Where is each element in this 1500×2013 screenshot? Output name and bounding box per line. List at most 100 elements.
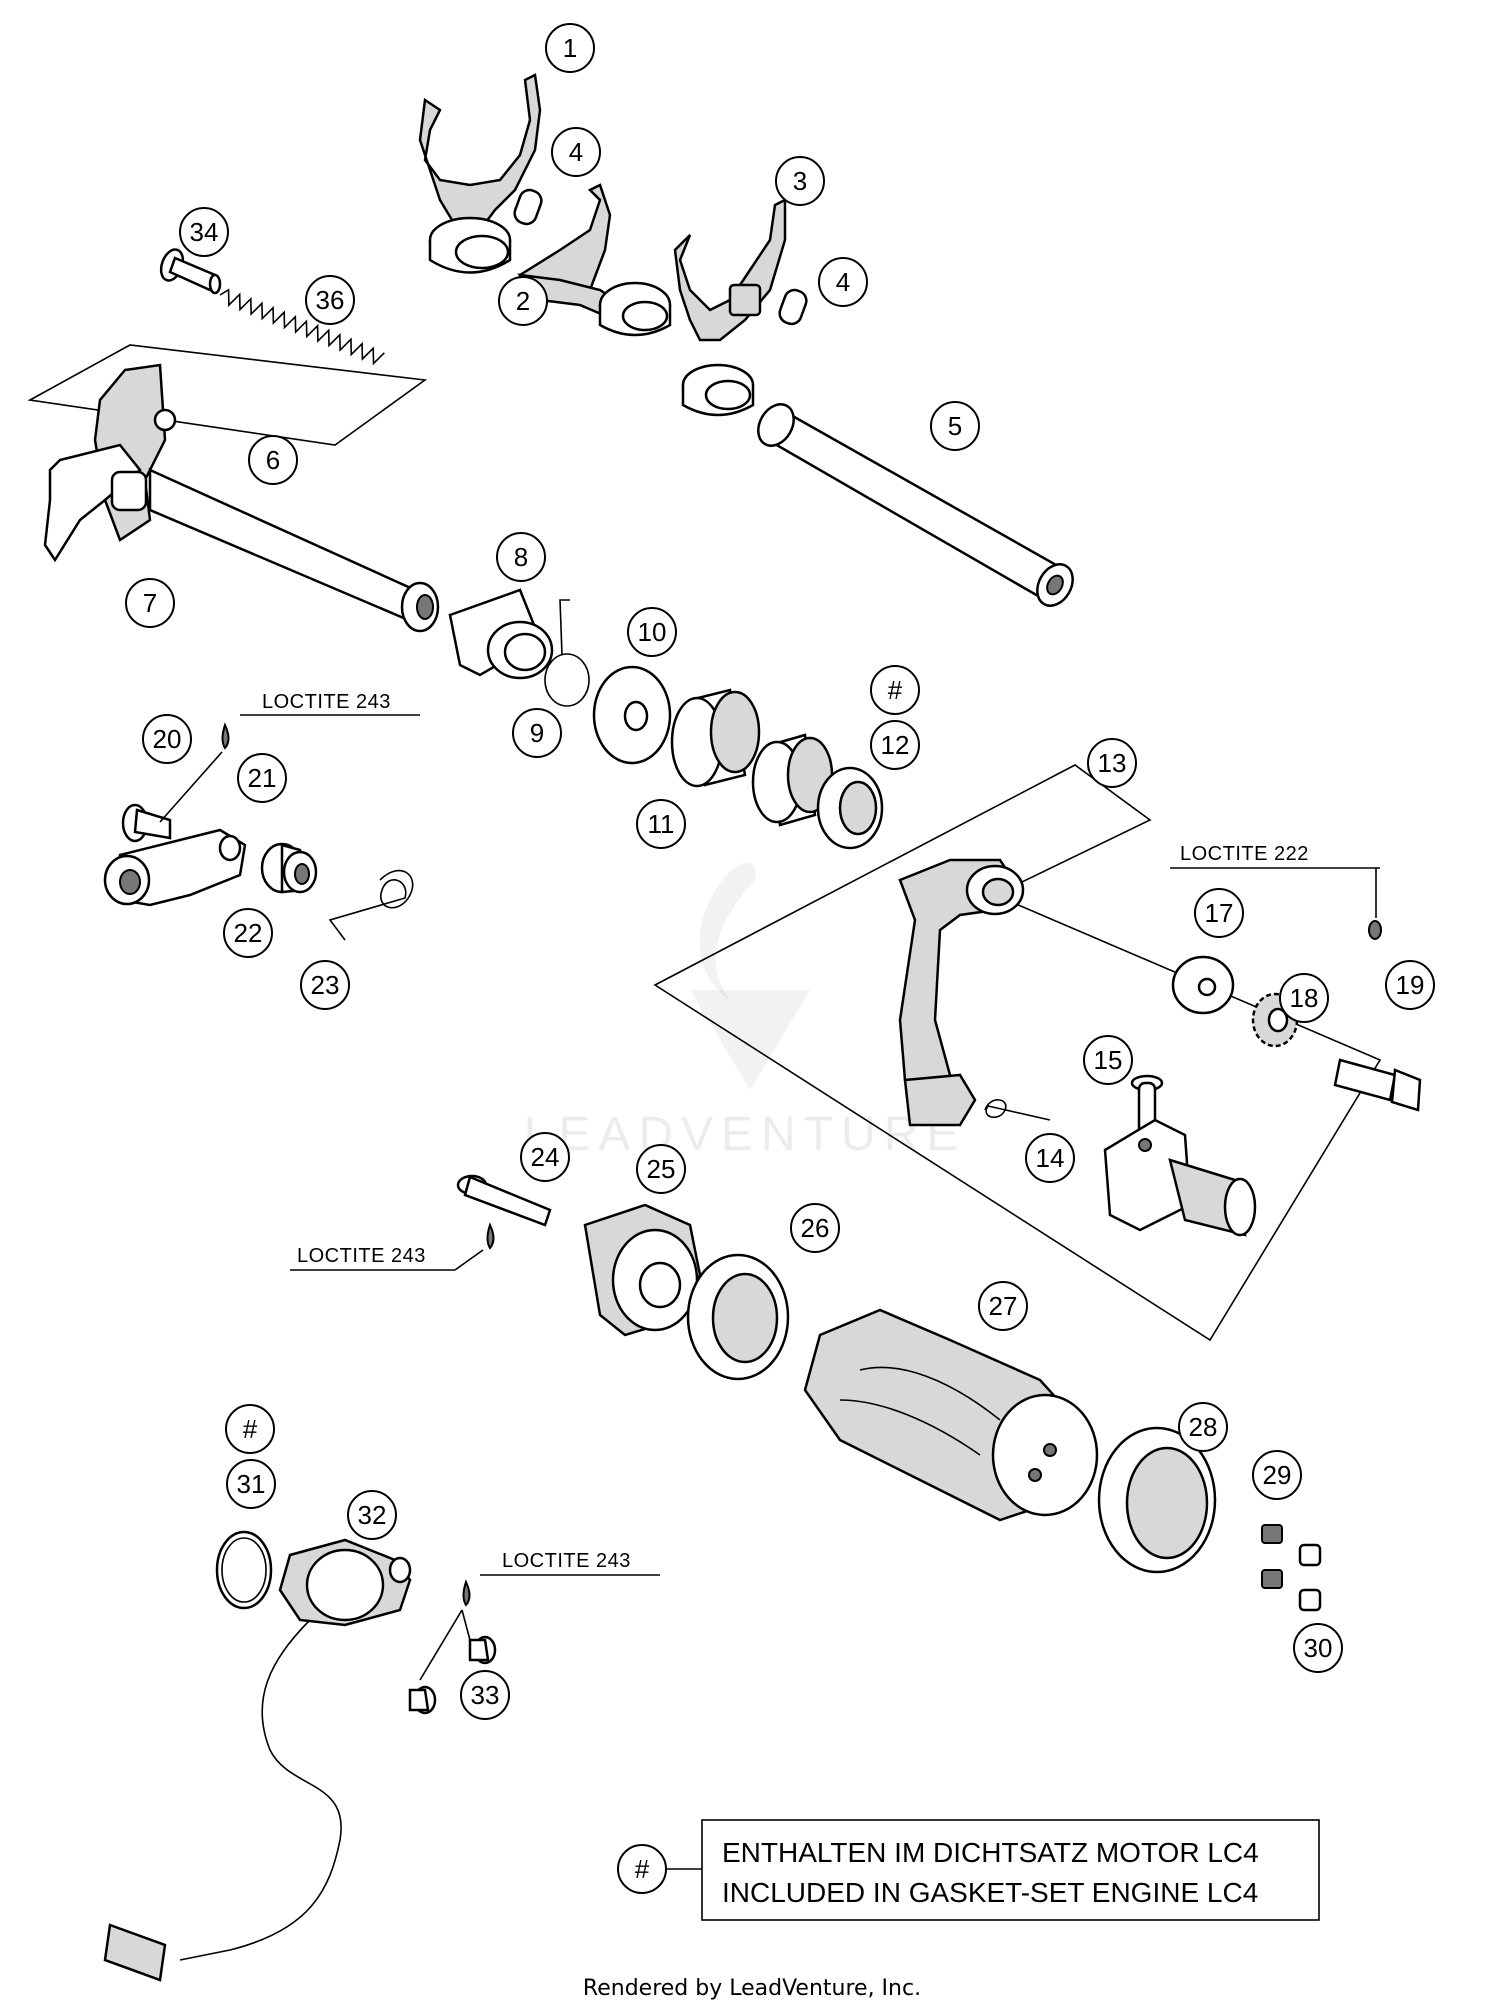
callout-circle — [790, 1203, 840, 1253]
loctite-label-222: LOCTITE 222 — [1180, 843, 1309, 865]
callout-circle — [226, 1459, 276, 1509]
callout-circle — [870, 720, 920, 770]
callout-number: 13 — [1098, 748, 1127, 778]
callout-circle — [237, 753, 287, 803]
callout-number: 20 — [153, 724, 182, 754]
legend: # ENTHALTEN IM DICHTSATZ MOTOR LC4 INCLU… — [617, 1819, 1320, 1921]
callout-circle — [300, 960, 350, 1010]
circlip-9 — [544, 599, 590, 707]
callout-c23: 23 — [300, 960, 350, 1010]
callout-circle — [551, 127, 601, 177]
callout-circle — [978, 1281, 1028, 1331]
shift-drum-locator-25 — [583, 1203, 702, 1337]
callout-circle — [347, 1490, 397, 1540]
callout-c24: 24 — [520, 1132, 570, 1182]
callout-number: 15 — [1094, 1045, 1123, 1075]
needle-bearing-11 — [670, 688, 834, 827]
callout-c10: 10 — [627, 607, 677, 657]
callout-number: 33 — [471, 1680, 500, 1710]
callout-c4b: 4 — [818, 257, 868, 307]
callout-c12h: # — [870, 665, 920, 715]
roller-7 — [110, 470, 148, 512]
callout-circle — [930, 401, 980, 451]
footer-credit: Rendered by LeadVenture, Inc. — [583, 1976, 921, 2001]
legend-line-1: ENTHALTEN IM DICHTSATZ MOTOR LC4 — [722, 1837, 1259, 1868]
callout-circle — [1293, 1623, 1343, 1673]
callout-circle — [223, 908, 273, 958]
bearing-28 — [1097, 1426, 1217, 1574]
callout-circle — [775, 156, 825, 206]
spring-36 — [219, 288, 385, 366]
callout-number: 26 — [801, 1213, 830, 1243]
callout-c21: 21 — [237, 753, 287, 803]
pin-4-upper — [513, 188, 543, 226]
callout-c12: 12 — [870, 720, 920, 770]
callout-c9: 9 — [512, 708, 562, 758]
callout-number: 21 — [248, 763, 277, 793]
callout-circle — [125, 578, 175, 628]
legend-line-2: INCLUDED IN GASKET-SET ENGINE LC4 — [722, 1877, 1258, 1908]
callout-number: 17 — [1205, 898, 1234, 928]
callout-c19: 19 — [1385, 960, 1435, 1010]
callout-c22: 22 — [223, 908, 273, 958]
callout-c13: 13 — [1087, 738, 1137, 788]
callout-number: 2 — [516, 286, 530, 316]
callout-c14: 14 — [1025, 1133, 1075, 1183]
screw-29 — [1261, 1524, 1283, 1589]
callout-number: 31 — [237, 1469, 266, 1499]
shift-rail-5 — [757, 403, 1074, 607]
callout-number: 11 — [648, 809, 675, 839]
shift-fork-1 — [418, 73, 542, 274]
watermark-logo: LEADVENTURE — [524, 862, 958, 1161]
o-ring-31 — [215, 1530, 273, 1610]
pin-30 — [1298, 1543, 1322, 1612]
callout-c33: 33 — [460, 1670, 510, 1720]
callout-number: 29 — [1263, 1460, 1292, 1490]
shift-fork-2 — [517, 183, 672, 337]
gear-sensor-32 — [103, 1538, 412, 1982]
callout-circle — [818, 257, 868, 307]
callout-circle — [1087, 738, 1137, 788]
callout-number: 25 — [647, 1154, 676, 1184]
callout-number: 36 — [316, 285, 345, 315]
callout-c34: 34 — [179, 207, 229, 257]
callout-number: 19 — [1396, 970, 1425, 1000]
callout-number: 3 — [793, 166, 807, 196]
bushing-22 — [260, 842, 318, 894]
washer-10 — [592, 665, 672, 765]
callout-c7: 7 — [125, 578, 175, 628]
seal-ring-12 — [816, 766, 884, 850]
callout-circle — [627, 607, 677, 657]
callout-c8: 8 — [496, 532, 546, 582]
callout-number: 1 — [563, 33, 577, 63]
callout-c17: 17 — [1194, 888, 1244, 938]
callout-c3: 3 — [775, 156, 825, 206]
callout-circle — [305, 275, 355, 325]
callout-number: 4 — [569, 137, 583, 167]
callout-c28: 28 — [1178, 1402, 1228, 1452]
callout-circle — [1279, 973, 1329, 1023]
pin-20 — [121, 803, 172, 843]
washer-17 — [1171, 955, 1235, 1015]
callout-circle — [636, 1144, 686, 1194]
callout-number: 22 — [234, 918, 263, 948]
shift-fork-3 — [673, 197, 787, 417]
callout-c6: 6 — [248, 435, 298, 485]
callout-circle — [545, 23, 595, 73]
callout-number: 5 — [948, 411, 962, 441]
callout-number: 9 — [530, 718, 544, 748]
callout-circle — [498, 276, 548, 326]
bolt-19 — [1170, 867, 1422, 1112]
loctite-label-243-top: LOCTITE 243 — [262, 691, 391, 713]
callout-c29: 29 — [1252, 1450, 1302, 1500]
callout-c31: 31 — [226, 1459, 276, 1509]
callout-circle — [1385, 960, 1435, 1010]
callout-c18: 18 — [1279, 973, 1329, 1023]
callout-number: 14 — [1036, 1143, 1065, 1173]
callout-c27: 27 — [978, 1281, 1028, 1331]
callout-number: 23 — [311, 970, 340, 1000]
callout-c4a: 4 — [551, 127, 601, 177]
callout-number: # — [243, 1414, 258, 1444]
